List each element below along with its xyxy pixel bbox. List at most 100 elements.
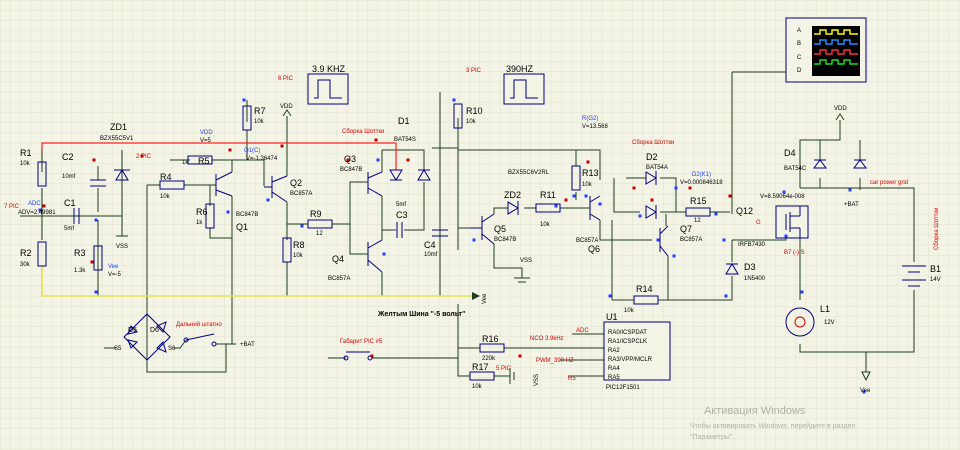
schottky-label-2: Сборка Шоттки xyxy=(632,140,674,146)
d1-symbol[interactable] xyxy=(389,169,431,181)
net-adc: ADC xyxy=(576,328,589,334)
q1-symbol[interactable] xyxy=(215,171,233,197)
rg2-probe-label: R(G2) xyxy=(582,116,598,122)
r11-body[interactable] xyxy=(535,203,561,213)
c1-label: C1 xyxy=(64,198,76,208)
q7-symbol[interactable] xyxy=(659,225,669,257)
pin-marker xyxy=(608,294,612,298)
watermark-title: Активация Windows xyxy=(704,405,806,417)
vdd-terminal-1 xyxy=(282,109,292,117)
c1-symbol[interactable] xyxy=(73,208,80,224)
far-light-label: Дальний штатно xyxy=(176,321,222,328)
q1-label: Q1 xyxy=(236,222,248,232)
l1-label: L1 xyxy=(820,304,830,314)
c3-symbol[interactable] xyxy=(396,222,403,238)
pin-marker xyxy=(382,252,386,256)
q4-value: BC857A xyxy=(328,276,350,282)
r10-body[interactable] xyxy=(453,103,463,129)
vee-probe-value: V=-5 xyxy=(108,272,122,278)
osc-3-9khz-frame[interactable] xyxy=(307,73,349,105)
q1c-probe-value: V=-1.36474 xyxy=(246,156,278,162)
r2-body[interactable] xyxy=(37,241,47,267)
vee-probe-label: Vee xyxy=(108,264,119,270)
u1-pin-ra0: RA0/ICSPDAT xyxy=(608,330,647,336)
probe-marker xyxy=(564,198,568,202)
pin-marker xyxy=(638,214,642,218)
r4-body[interactable] xyxy=(159,180,185,190)
pin-marker xyxy=(848,188,852,192)
r13-value: 10k xyxy=(582,182,593,188)
r17-body[interactable] xyxy=(469,371,495,381)
zd1-symbol[interactable] xyxy=(114,169,130,181)
r6-body[interactable] xyxy=(205,203,215,229)
d2-symbol[interactable] xyxy=(645,171,657,219)
switch-gabarit[interactable] xyxy=(343,351,373,361)
pin-marker xyxy=(226,210,230,214)
d4-symbol[interactable] xyxy=(813,159,867,169)
pin-marker xyxy=(672,254,676,258)
probe-marker xyxy=(518,354,522,358)
lamp-l1[interactable] xyxy=(785,307,815,337)
r11-value: 10k xyxy=(540,222,551,228)
virtual-scope[interactable] xyxy=(785,17,867,83)
u1-chip[interactable] xyxy=(603,321,671,381)
q12-symbol[interactable] xyxy=(775,205,809,239)
scope-channel-a: A xyxy=(797,28,801,34)
r9-body[interactable] xyxy=(307,219,333,229)
vdd-terminal-1-label: VDD xyxy=(280,104,293,110)
zd2-symbol[interactable] xyxy=(507,201,519,215)
r5-value: 1k xyxy=(182,160,189,166)
pin-marker xyxy=(674,186,678,190)
q12-part: IRFB7430 xyxy=(738,242,766,248)
r11-label: R11 xyxy=(540,190,556,200)
q4-symbol[interactable] xyxy=(367,239,383,273)
c4-symbol[interactable] xyxy=(432,229,448,237)
u1-part: PIC12F1501 xyxy=(606,385,640,391)
q2-symbol[interactable] xyxy=(264,175,288,203)
q3-symbol[interactable] xyxy=(367,171,383,197)
d3-symbol[interactable] xyxy=(725,263,739,275)
osc1-pic: 6 PIC xyxy=(278,76,294,82)
u1-pin-ra2: RA2 xyxy=(608,348,620,354)
zd1-value: BZX55C5V1 xyxy=(100,136,134,142)
s6-label: S6 xyxy=(168,346,176,352)
vdd-probe-label: VDD xyxy=(200,130,213,136)
r3-body[interactable] xyxy=(93,245,103,271)
r1-label: R1 xyxy=(20,148,32,158)
r10-label: R10 xyxy=(466,106,483,116)
q4-label: Q4 xyxy=(332,254,344,264)
probe-marker xyxy=(374,138,378,142)
q5-symbol[interactable] xyxy=(470,213,495,245)
r7-body[interactable] xyxy=(242,105,252,131)
c1-value: 5mf xyxy=(64,226,74,232)
switch-far-light[interactable] xyxy=(183,333,217,347)
pin-markers xyxy=(38,98,866,394)
pin-marker xyxy=(784,234,788,238)
battery-b1[interactable] xyxy=(902,265,926,287)
r13-body[interactable] xyxy=(571,165,581,191)
q2-value: BC857A xyxy=(290,191,312,197)
r5-body[interactable] xyxy=(187,155,213,165)
vdd-terminal-2 xyxy=(835,113,845,121)
r16-body[interactable] xyxy=(479,343,505,353)
bridge-d5-d6[interactable] xyxy=(123,313,171,361)
c2-symbol[interactable] xyxy=(90,179,106,187)
d2-value: BAT54A xyxy=(646,165,668,171)
r13-label: R13 xyxy=(582,168,599,178)
q6-symbol[interactable] xyxy=(589,195,601,221)
probe-marker xyxy=(688,186,692,190)
r14-body[interactable] xyxy=(633,295,659,305)
pin-marker xyxy=(598,202,602,206)
probe-marker xyxy=(228,148,232,152)
r1-body[interactable] xyxy=(37,161,47,187)
vss-terminal-3-label: VSS xyxy=(534,374,540,386)
r8-body[interactable] xyxy=(282,237,292,263)
r8-value: 10k xyxy=(293,253,304,259)
osc-390hz-frame[interactable] xyxy=(503,73,545,105)
r15-body[interactable] xyxy=(685,207,711,217)
c2-label: C2 xyxy=(62,152,74,162)
pin-marker xyxy=(554,204,558,208)
d3-value: 1N5400 xyxy=(744,276,766,282)
probe-marker xyxy=(280,144,284,148)
